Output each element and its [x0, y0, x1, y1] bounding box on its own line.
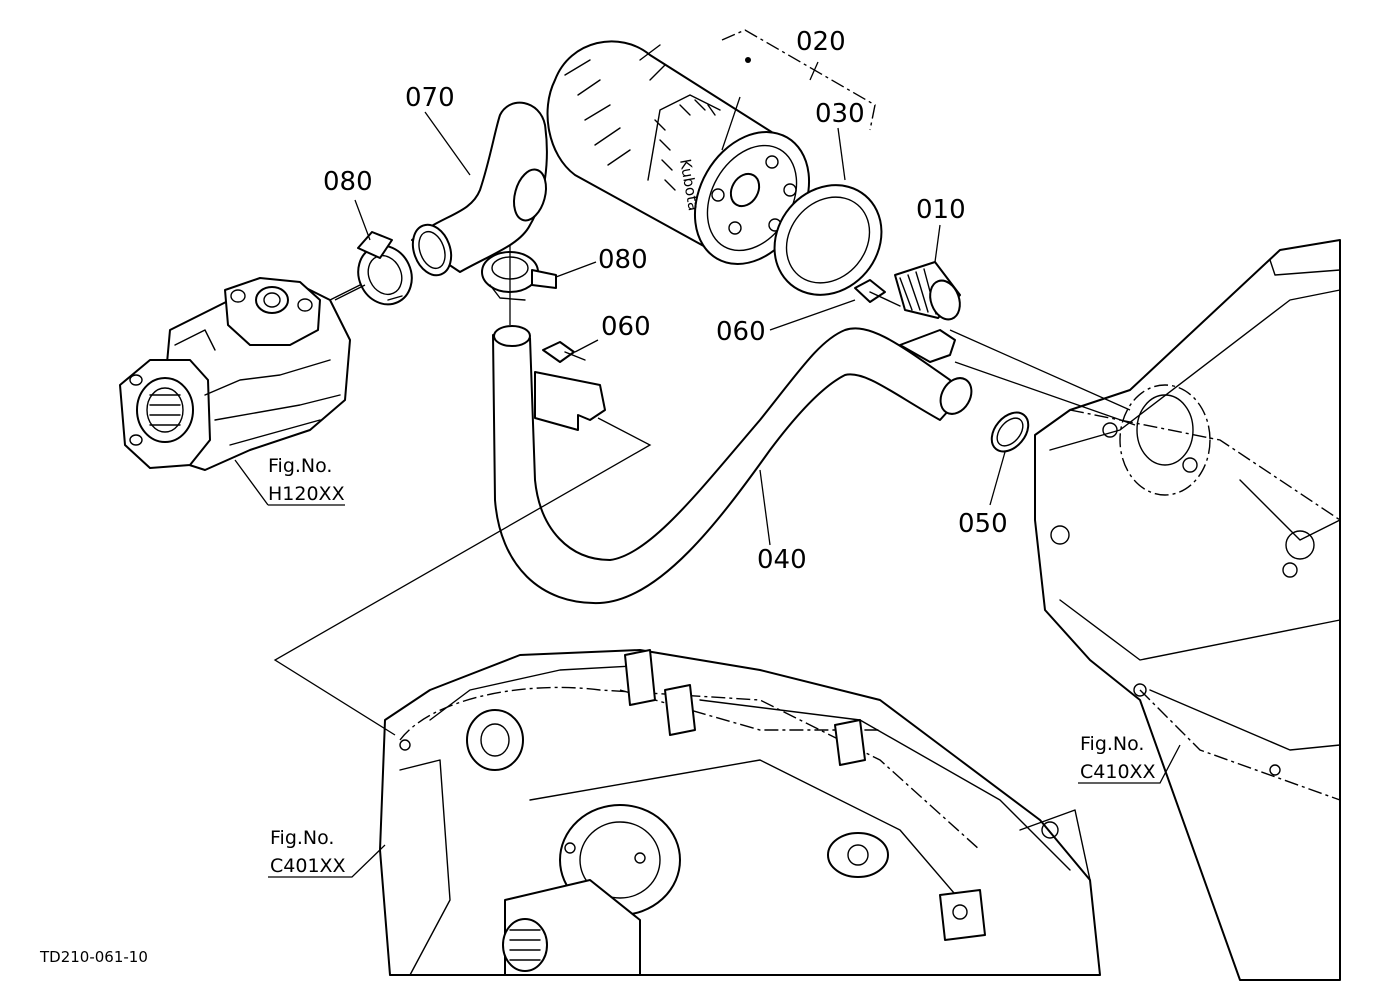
pipe-bracket-upper — [899, 329, 956, 363]
fig-ref-prefix: Fig.No. — [270, 827, 334, 849]
bolt-060-lower — [542, 341, 586, 363]
leader-lines — [234, 57, 1181, 878]
transmission-case-right — [1034, 239, 1341, 981]
fig-ref-prefix: Fig.No. — [268, 455, 332, 477]
bolt-060-upper — [854, 279, 901, 307]
pipe-bracket-lower — [534, 371, 606, 431]
fig-ref-code: C401XX — [270, 855, 346, 877]
assembly-bracket-020-030 — [721, 29, 876, 131]
hose-clamp-080-left — [357, 231, 413, 306]
label-060-right: 060 — [601, 312, 651, 342]
figure-ref-h120xx: Fig.No. H120XX — [268, 455, 345, 505]
hydraulic-pump — [119, 277, 361, 471]
label-080-left: 080 — [323, 167, 373, 197]
datum-line-pipe-to-case — [273, 417, 652, 736]
o-ring-050 — [990, 411, 1030, 453]
suction-pipe-040 — [492, 325, 973, 605]
fig-ref-code: C410XX — [1080, 761, 1156, 783]
filter-nipple-010 — [894, 261, 961, 321]
datum-line-pipe-to-frame — [949, 329, 1136, 426]
fig-ref-code: H120XX — [268, 483, 345, 505]
figure-ref-c410xx: Fig.No. C410XX — [1080, 733, 1156, 783]
figure-ref-c401xx: Fig.No. C401XX — [270, 827, 346, 877]
filter-chevron-band — [647, 94, 721, 191]
part-labels: 020 030 070 080 010 080 060 060 050 040 — [323, 27, 1008, 575]
label-060-left: 060 — [716, 317, 766, 347]
label-020: 020 — [796, 27, 846, 57]
label-070: 070 — [405, 83, 455, 113]
label-050: 050 — [958, 509, 1008, 539]
label-040: 040 — [757, 545, 807, 575]
transmission-case-bottom — [379, 649, 1101, 976]
datum-line-pump-to-clamp — [334, 245, 511, 325]
label-030: 030 — [815, 99, 865, 129]
gasket-030 — [773, 184, 883, 296]
label-010: 010 — [916, 195, 966, 225]
drawing-code: TD210-061-10 — [39, 948, 148, 966]
suction-hose-070 — [411, 101, 548, 277]
label-080-right: 080 — [598, 245, 648, 275]
fig-ref-prefix: Fig.No. — [1080, 733, 1144, 755]
hose-clamp-080-right — [481, 251, 557, 301]
